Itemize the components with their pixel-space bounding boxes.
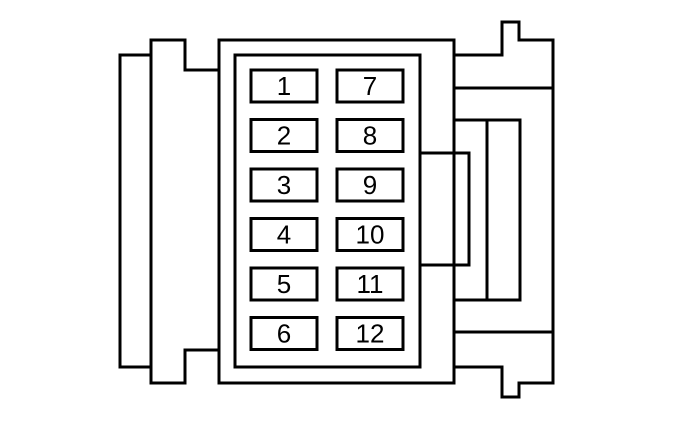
pin-cavity-8: 8 [335, 118, 405, 153]
pin-number-label: 12 [356, 319, 385, 349]
pin-number-label: 5 [277, 269, 291, 299]
pin-cavity-box [249, 266, 319, 302]
outer-housing [217, 38, 456, 385]
pin-number-label: 2 [277, 121, 291, 151]
pin-number-label: 10 [356, 220, 385, 250]
pin-cavity-box [335, 167, 405, 203]
right-housing [454, 20, 555, 399]
connector-body [217, 38, 471, 385]
pin-cavity-1: 1 [249, 68, 319, 104]
pin-cavity-10: 10 [335, 217, 405, 252]
pin-cavity-box [249, 118, 319, 153]
left-latch-outline [118, 38, 219, 385]
pin-cavity-9: 9 [335, 167, 405, 203]
pin-number-label: 9 [363, 170, 377, 200]
pin-number-label: 4 [277, 220, 291, 250]
pin-number-label: 6 [277, 319, 291, 349]
pin-cavity-3: 3 [249, 167, 319, 203]
pin-cavity-box [335, 118, 405, 153]
pin-cavity-box [335, 316, 405, 351]
pin-cavity-5: 5 [249, 266, 319, 302]
pin-cavity-4: 4 [249, 217, 319, 252]
inner-cavity-frame [233, 53, 422, 369]
right-housing-outline [454, 20, 555, 399]
pin-number-label: 7 [363, 71, 377, 101]
pin-cavity-12: 12 [335, 316, 405, 351]
pin-cavity-11: 11 [335, 266, 405, 302]
pin-number-label: 11 [357, 269, 384, 299]
pin-cavity-box [249, 68, 319, 104]
pin-cavity-box [249, 167, 319, 203]
pin-cavity-box [335, 217, 405, 252]
left-latch [118, 38, 219, 385]
pin-cavity-box [335, 68, 405, 104]
pin-cavity-6: 6 [249, 316, 319, 351]
pin-cavity-box [335, 266, 405, 302]
pin-number-label: 8 [363, 121, 377, 151]
pin-cavity-2: 2 [249, 118, 319, 153]
pin-number-label: 1 [277, 71, 291, 101]
locking-tab-notch [420, 151, 471, 267]
pin-number-label: 3 [277, 170, 291, 200]
pin-cavity-7: 7 [335, 68, 405, 104]
pin-cavity-box [249, 316, 319, 351]
pin-cavity-box [249, 217, 319, 252]
